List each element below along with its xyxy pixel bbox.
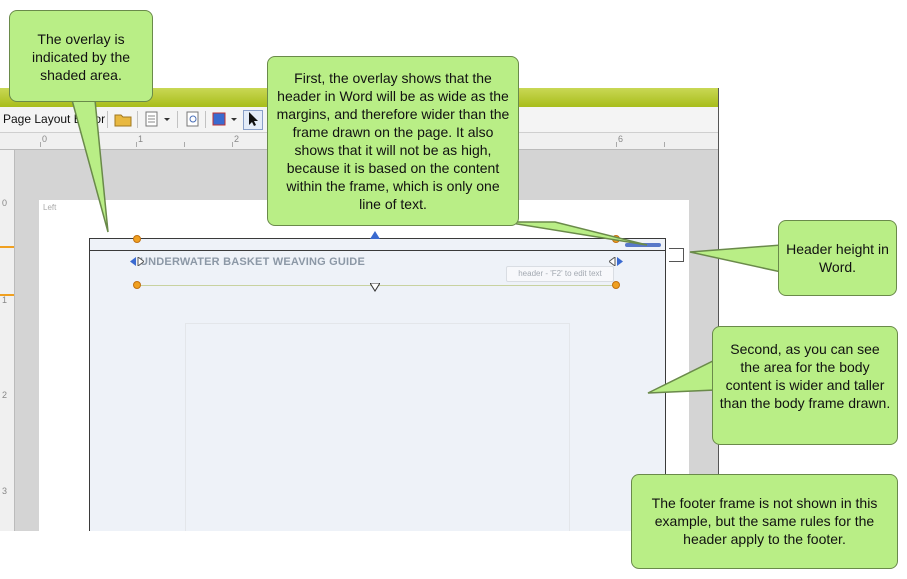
ruler-number: 2 [234,134,240,144]
header-overlay[interactable]: UNDERWATER BASKET WEAVING GUIDE header -… [89,231,666,531]
page[interactable]: Left UNDERWATER BASKET WEAVING GUIDE hea… [39,200,689,531]
toolbar-separator [177,111,178,128]
toolbar-separator [205,111,206,128]
resize-handle[interactable] [133,281,141,289]
callout-footer: The footer frame is not shown in this ex… [631,474,898,569]
toolbar-separator [137,111,138,128]
resize-handle[interactable] [612,235,620,243]
ruler-number: 6 [618,134,624,144]
header-height-bar [625,243,661,247]
margin-marker [0,294,14,296]
toolbar-separator [107,111,108,128]
left-arrow-icon[interactable] [130,257,144,266]
ruler-number: 0 [2,198,8,208]
callout-header-height: Header height in Word. [778,220,897,296]
callout-header-width: First, the overlay shows that the header… [267,56,519,226]
ruler-number: 1 [2,295,8,305]
callout-body: Second, as you can see the area for the … [712,326,898,445]
callout-overlay: The overlay is indicated by the shaded a… [9,10,153,102]
document-dropdown-icon[interactable] [142,110,174,130]
edit-hint: header - 'F2' to edit text [506,266,614,282]
body-frame[interactable] [185,323,570,531]
top-arrow-icon[interactable] [370,231,380,240]
ruler-number: 3 [2,486,8,496]
toolbar-label: Page Layout Editor [3,112,106,126]
resize-handle[interactable] [612,281,620,289]
app-window: Page Layout Editor 0 1 2 6 0 [0,88,719,531]
ruler-number: 1 [138,134,144,144]
ruler-number: 0 [42,134,48,144]
header-text[interactable]: UNDERWATER BASKET WEAVING GUIDE [140,256,365,268]
ruler-number: 2 [2,390,8,400]
folder-icon[interactable] [112,110,134,130]
page-canvas[interactable]: Left UNDERWATER BASKET WEAVING GUIDE hea… [15,150,718,531]
page-side-label: Left [43,203,57,212]
frame-dropdown-icon[interactable] [209,110,241,130]
bottom-arrow-icon[interactable] [370,283,380,292]
preview-icon[interactable] [182,110,204,130]
margin-marker [0,246,14,248]
header-height-bracket [669,248,684,262]
resize-handle[interactable] [133,235,141,243]
vertical-ruler: 0 1 2 3 [0,150,15,531]
header-boundary-line [90,250,665,251]
right-arrow-icon[interactable] [609,257,623,266]
select-pointer-icon[interactable] [243,110,263,130]
